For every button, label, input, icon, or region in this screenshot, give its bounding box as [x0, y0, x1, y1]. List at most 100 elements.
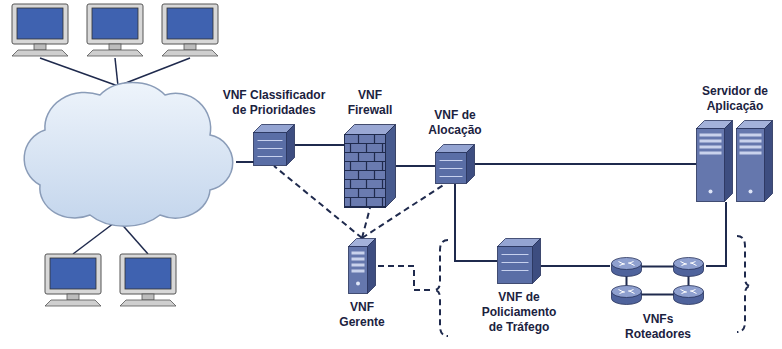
drive-slot [740, 134, 762, 137]
router-arrows [681, 290, 697, 294]
brick-line [350, 198, 351, 207]
icon-detail [440, 160, 463, 161]
brick-line [366, 144, 367, 153]
router-icon [674, 258, 704, 277]
tower-server [349, 239, 376, 294]
router-group [610, 254, 706, 306]
vnf-node: VNF de Policiamento de Tráfego [476, 238, 562, 335]
network-cloud [24, 82, 233, 226]
icon-face [436, 153, 467, 184]
node-label: VNF Classificador de Prioridades [222, 88, 326, 118]
brick-line [382, 162, 383, 171]
brick-line [350, 180, 351, 189]
node-label: VNFs Roteadores [608, 312, 708, 342]
router-top [612, 286, 642, 298]
icon-face [498, 247, 533, 284]
icon-face [467, 145, 475, 184]
icon-shape [349, 239, 376, 294]
wire [118, 58, 190, 86]
router-top [674, 258, 704, 270]
brick-line [374, 153, 375, 162]
drive-slot [352, 264, 365, 267]
power-led [749, 190, 753, 194]
management-link [362, 208, 370, 238]
computer-icon [120, 254, 176, 306]
drive-slot [740, 152, 762, 155]
icon-face [697, 129, 725, 202]
drive-slot [352, 270, 365, 273]
brick-line [350, 144, 351, 153]
icon-shape [254, 125, 295, 166]
power-led [709, 190, 713, 194]
vnf-server [435, 144, 475, 184]
drive-slot [352, 252, 365, 255]
vnf-server [497, 238, 541, 284]
brick-line [366, 180, 367, 189]
network-link [396, 165, 435, 167]
drive-slot [700, 152, 722, 155]
icon-detail [502, 254, 529, 255]
management-link [362, 184, 445, 238]
brick-line [358, 171, 359, 180]
icon-shape [498, 239, 541, 284]
icon-face [386, 125, 396, 208]
brick-line [358, 135, 359, 144]
vnf-node: Servidor de Aplicação [695, 84, 775, 202]
brick-line [382, 144, 383, 153]
brick-line [374, 189, 375, 198]
icon-face [345, 135, 386, 208]
vnf-server [253, 124, 295, 166]
icon-face [737, 129, 765, 202]
drive-slot [740, 146, 762, 149]
vnf-node: VNF de Alocação [424, 108, 486, 184]
brick-line [382, 180, 383, 189]
tower-server [697, 121, 733, 202]
drive-slot [740, 140, 762, 143]
brick-line [366, 198, 367, 207]
wire [115, 58, 118, 86]
node-label: VNF Gerente [334, 300, 390, 330]
power-led [356, 282, 360, 286]
icon-face [349, 247, 368, 294]
router-top [612, 258, 642, 270]
icon-detail [440, 168, 463, 169]
brick-line [350, 162, 351, 171]
brick-line [374, 135, 375, 144]
icon-shape [612, 258, 704, 305]
vnf-node: VNF Classificador de Prioridades [222, 88, 326, 166]
router-arrows [619, 262, 635, 266]
computer-icon [12, 4, 68, 56]
icon-shape [697, 121, 773, 202]
drive-slot [700, 140, 722, 143]
group-bracket [737, 236, 751, 332]
management-link [378, 266, 434, 290]
router-arrows [619, 290, 635, 294]
node-label: VNF de Alocação [424, 108, 486, 138]
drive-slot [352, 258, 365, 261]
brick-line [358, 189, 359, 198]
router-icon [674, 286, 704, 305]
wire [40, 58, 118, 86]
computer-icon [162, 4, 218, 56]
icon-detail [502, 262, 529, 263]
icon-face [254, 133, 287, 166]
network-link [706, 202, 726, 266]
group-bracket [434, 240, 448, 336]
icon-face [368, 239, 376, 294]
network-link [295, 144, 344, 146]
router-top [674, 286, 704, 298]
vnf-node: VNFs Roteadores [608, 254, 708, 342]
icon-detail [502, 270, 529, 271]
icon-detail [258, 140, 283, 141]
node-label: VNF de Policiamento de Tráfego [476, 290, 562, 335]
vnf-node: VNF Gerente [334, 238, 390, 330]
icon-face [287, 125, 295, 166]
node-label: VNF Firewall [340, 88, 400, 118]
network-link [455, 184, 497, 261]
network-link [475, 163, 696, 165]
computer-icon [45, 254, 101, 306]
network-link [541, 265, 610, 267]
icon-shape [436, 145, 475, 184]
brick-line [374, 171, 375, 180]
